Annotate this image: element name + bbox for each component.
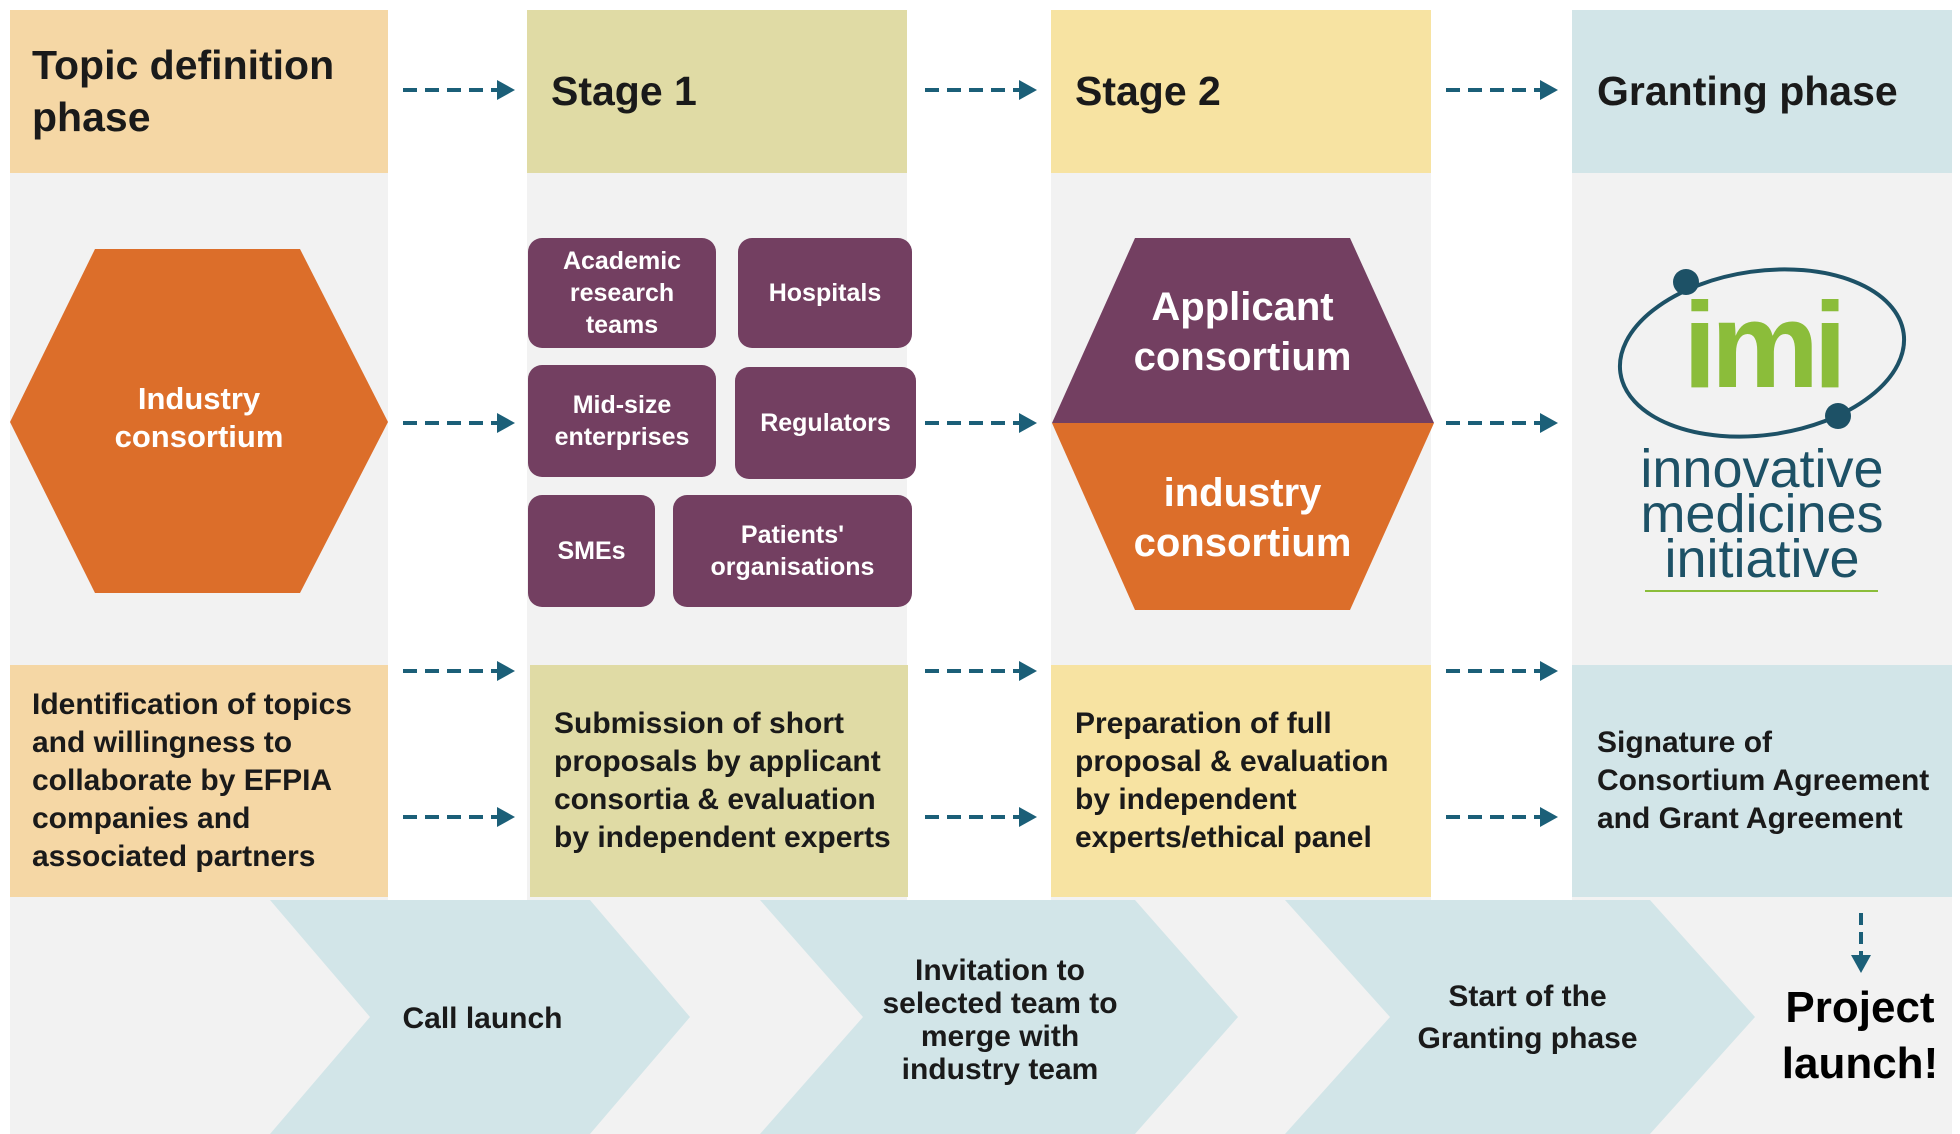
logo-dot xyxy=(1825,403,1851,429)
phase-header-granting: Granting phase xyxy=(1572,10,1952,173)
dashed-arrow xyxy=(1446,661,1558,681)
phase-header-stage1: Stage 1 xyxy=(527,10,907,173)
milestone-chevron-call-launch xyxy=(270,900,690,1134)
milestone-chevron-invitation xyxy=(760,900,1238,1134)
dashed-arrow xyxy=(1446,413,1558,433)
dashed-arrow xyxy=(403,807,515,827)
industry-consortium-hexagon xyxy=(10,249,388,593)
phase-description-granting: Signature of Consortium Agreement and Gr… xyxy=(1572,665,1952,897)
phase-header-topic: Topic definition phase xyxy=(10,10,388,173)
milestone-invitation: Invitation to selected team to merge wit… xyxy=(882,954,1118,1086)
phase-header-stage2: Stage 2 xyxy=(1051,10,1431,173)
dashed-arrow xyxy=(403,661,515,681)
milestone-granting-start: Start of the Granting phase xyxy=(1417,980,1638,1055)
dashed-arrow xyxy=(1446,807,1558,827)
industry-consortium-stage2-label: industry consortium xyxy=(1133,471,1352,565)
logo-ellipse xyxy=(1617,267,1907,439)
dashed-arrow xyxy=(403,80,515,100)
logo-mark: imi xyxy=(1683,277,1841,413)
dashed-arrow-down xyxy=(1859,913,1863,957)
applicant-consortium-label: Applicant consortium xyxy=(1133,285,1352,379)
milestone-band xyxy=(10,900,1952,1134)
phase-header-label: Topic definition phase xyxy=(32,42,335,140)
logo-dot xyxy=(1673,269,1699,295)
phase-description-stage2: Preparation of full proposal & evaluatio… xyxy=(1051,665,1431,897)
dashed-arrow xyxy=(403,413,515,433)
logo-line1: innovative xyxy=(1640,439,1883,499)
group-patients-organisations: Patients' organisations xyxy=(673,495,912,607)
milestone-call-launch: Call launch xyxy=(402,1001,563,1035)
phase-header-label: Stage 1 xyxy=(551,67,697,114)
logo-line2: medicines xyxy=(1640,484,1883,544)
group-mid-size-enterprises: Mid-size enterprises xyxy=(528,365,716,477)
group-academic-research-teams: Academic research teams xyxy=(528,238,716,348)
dashed-arrow xyxy=(925,807,1037,827)
stage2-consortium-hexagon xyxy=(1052,238,1434,610)
phase-header-label: Stage 2 xyxy=(1075,67,1221,114)
dashed-arrow xyxy=(925,661,1037,681)
industry-consortium-label: Industry consortium xyxy=(114,381,284,454)
group-smes: SMEs xyxy=(528,495,655,607)
dashed-arrow xyxy=(925,413,1037,433)
dashed-arrow xyxy=(1446,80,1558,100)
logo-line3: initiative xyxy=(1664,529,1859,589)
imi-logo: imi innovative medicines initiative xyxy=(1617,267,1907,592)
arrow-head-down xyxy=(1851,955,1871,973)
group-hospitals: Hospitals xyxy=(738,238,912,348)
project-launch-label: Project launch! xyxy=(1781,983,1939,1088)
milestone-chevron-granting-start xyxy=(1285,900,1755,1134)
phase-header-label: Granting phase xyxy=(1597,67,1898,114)
dashed-arrow xyxy=(925,80,1037,100)
phase-description-stage1: Submission of short proposals by applica… xyxy=(530,665,908,897)
phase-description-topic: Identification of topics and willingness… xyxy=(10,665,388,897)
group-regulators: Regulators xyxy=(735,367,916,479)
